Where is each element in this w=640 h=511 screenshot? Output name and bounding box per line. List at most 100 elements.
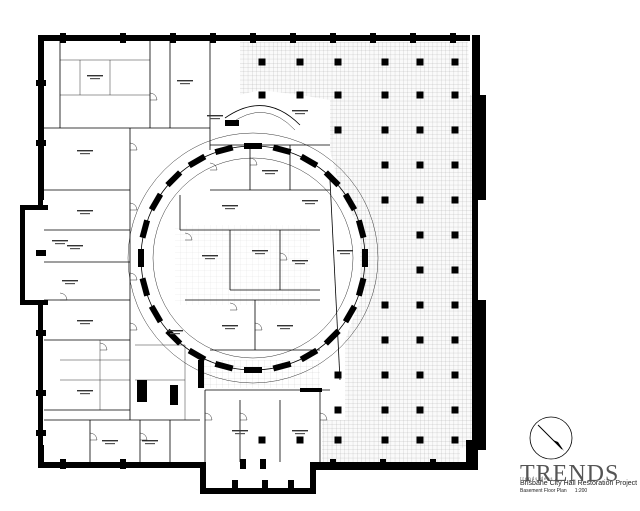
room-label-mark	[292, 260, 308, 262]
pilaster	[410, 33, 416, 43]
pilaster	[36, 140, 46, 146]
room-label-mark	[90, 78, 100, 80]
column	[451, 336, 459, 344]
column	[334, 126, 342, 134]
brand-mark: trendsideas	[520, 477, 554, 482]
room-label-mark	[180, 83, 190, 85]
room-label-mark	[105, 443, 115, 445]
sheet-info: Basement Floor Plan 1:200	[520, 488, 638, 495]
interior-partitions	[44, 40, 341, 462]
room-label-mark	[80, 153, 90, 155]
pilaster	[60, 33, 66, 43]
rotunda-pier	[299, 347, 319, 363]
column	[381, 301, 389, 309]
room-label-mark	[222, 205, 238, 207]
column	[451, 161, 459, 169]
column	[381, 406, 389, 414]
door-swing	[129, 272, 138, 281]
column	[381, 196, 389, 204]
column	[451, 196, 459, 204]
room-label-mark	[252, 250, 268, 252]
column	[416, 266, 424, 274]
column	[416, 406, 424, 414]
room-label-mark	[145, 443, 155, 445]
rotunda-pier	[323, 170, 341, 188]
room-label-mark	[292, 430, 308, 432]
column	[334, 58, 342, 66]
room-label-mark	[102, 440, 118, 442]
column	[451, 58, 459, 66]
pilaster	[240, 459, 246, 469]
pilaster	[290, 33, 296, 43]
room-label-mark	[222, 325, 238, 327]
rotunda-pier	[187, 347, 207, 363]
rotunda-pier	[342, 304, 358, 324]
stairs-and-lifts	[137, 120, 322, 488]
sheet-title: Basement Floor Plan	[520, 488, 567, 494]
room-label-mark	[295, 113, 305, 115]
pilaster	[170, 33, 176, 43]
rotunda-pier	[214, 144, 234, 156]
column	[451, 371, 459, 379]
door-swings	[59, 92, 328, 441]
door-swing	[129, 142, 138, 151]
brand-logo: trendsideas TRENDS	[520, 462, 638, 486]
column	[416, 436, 424, 444]
column	[296, 91, 304, 99]
rotunda-pier	[139, 277, 151, 297]
rotunda-pier	[139, 219, 151, 239]
door-swing	[204, 412, 213, 421]
pilaster	[250, 33, 256, 43]
rotunda-pier	[355, 219, 367, 239]
outer-walls	[20, 35, 486, 494]
room-label-mark	[295, 433, 305, 435]
room-label-mark	[170, 333, 180, 335]
project-title: Brisbane City Hall Restoration Project	[520, 480, 638, 487]
room-label-mark	[277, 325, 293, 327]
room-label-mark	[87, 75, 103, 77]
room-label-mark	[142, 440, 158, 442]
rotunda-pier	[187, 153, 207, 169]
pilaster	[120, 33, 126, 43]
pilaster	[36, 330, 46, 336]
column	[381, 371, 389, 379]
pilaster	[210, 33, 216, 43]
room-label-mark	[205, 258, 215, 260]
door-swing	[279, 252, 288, 261]
brand-name: TRENDS	[520, 461, 620, 487]
column	[416, 371, 424, 379]
rotunda	[127, 132, 379, 384]
pilaster	[60, 459, 66, 469]
rotunda-pier	[342, 192, 358, 212]
room-label-mark	[232, 430, 248, 432]
column	[451, 231, 459, 239]
wall-pilasters	[36, 33, 456, 469]
rotunda-pier	[165, 328, 183, 346]
room-label-mark	[77, 390, 93, 392]
rotunda-pier	[362, 249, 368, 267]
column	[451, 266, 459, 274]
column	[451, 126, 459, 134]
room-label-mark	[67, 245, 83, 247]
pilaster	[450, 33, 456, 43]
door-swing	[129, 322, 138, 331]
room-label-mark	[77, 320, 93, 322]
column	[381, 126, 389, 134]
door-swing	[239, 412, 248, 421]
column	[416, 301, 424, 309]
room-label-mark	[302, 200, 318, 202]
room-label-mark	[62, 280, 78, 282]
rotunda-pier	[299, 153, 319, 169]
column	[381, 161, 389, 169]
rotunda-pier	[272, 360, 292, 372]
pilaster	[370, 33, 376, 43]
sheet-scale: 1:200	[574, 488, 588, 494]
pilaster	[120, 459, 126, 469]
pilaster	[36, 250, 46, 256]
gridded-zone	[240, 42, 478, 468]
door-swing	[59, 292, 68, 301]
room-label-mark	[262, 170, 278, 172]
pilaster	[260, 459, 266, 469]
rotunda-pier	[244, 143, 262, 149]
curved-stair	[224, 105, 301, 131]
